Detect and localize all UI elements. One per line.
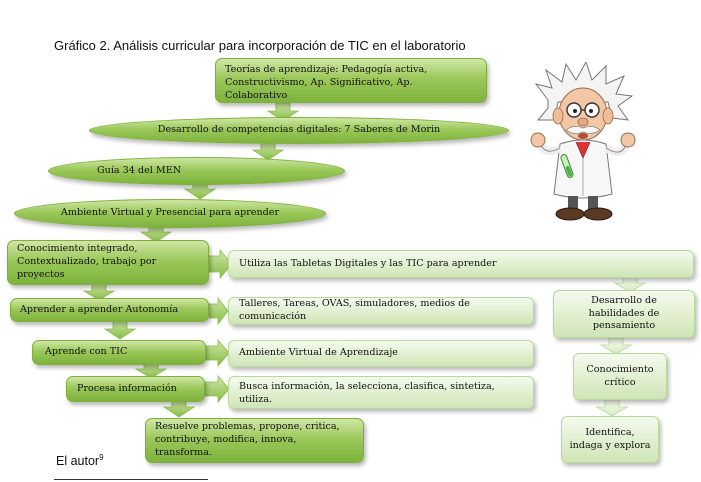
node-conocimiento-integrado-label: Conocimiento integrado, Contextualizado,… xyxy=(17,243,157,280)
node-identifica: Identifica, indaga y explora xyxy=(561,416,659,463)
node-ambiente: Ambiente Virtual y Presencial para apren… xyxy=(14,199,326,228)
node-tabletas-label: Utiliza las Tabletas Digitales y las TIC… xyxy=(239,257,497,269)
arrow-critico-identifica xyxy=(595,399,629,417)
node-autonomia: Aprender a aprender Autonomía xyxy=(10,298,209,322)
author-footnote-ref: 9 xyxy=(99,453,104,462)
arrow-right-busca xyxy=(204,374,230,404)
node-competencias: Desarrollo de competencias digitales: 7 … xyxy=(89,117,509,144)
arrow-right-tabletas xyxy=(208,248,233,280)
node-guia: Guía 34 del MEN xyxy=(48,157,345,185)
node-procesa: Procesa información xyxy=(66,376,205,402)
node-guia-label: Guía 34 del MEN xyxy=(97,164,182,176)
node-habilidades-label: Desarrollo de habilidades de pensamiento xyxy=(588,294,660,332)
node-procesa-label: Procesa información xyxy=(77,382,177,394)
arrow-competencias-guia xyxy=(251,142,285,161)
arrow-procesa-resuelve xyxy=(162,399,196,418)
node-aprende-tic: Aprende con TIC xyxy=(32,340,206,365)
author-note: El autor9 xyxy=(56,453,104,468)
footnote-separator xyxy=(54,479,208,480)
node-autonomia-label: Aprender a aprender Autonomía xyxy=(20,303,179,315)
node-aprende-tic-label: Aprende con TIC xyxy=(45,346,128,358)
node-habilidades: Desarrollo de habilidades de pensamiento xyxy=(553,290,695,338)
arrow-teorias-competencias xyxy=(266,102,300,122)
author-label: El autor xyxy=(56,454,100,469)
arrow-autonomia-aprende xyxy=(103,320,137,340)
node-teorias-label: Teorías de aprendizaje: Pedagogía activa… xyxy=(225,64,428,101)
node-resuelve: Resuelve problemas, propone, critica, co… xyxy=(145,418,364,463)
node-talleres: Talleres, Tareas, OVAS, simuladores, med… xyxy=(228,297,534,325)
node-busca: Busca información, la selecciona, clasif… xyxy=(228,376,534,409)
node-teorias: Teorías de aprendizaje: Pedagogía activa… xyxy=(215,58,487,103)
arrow-conocimiento-autonomia xyxy=(82,283,116,301)
node-ambiente-label: Ambiente Virtual y Presencial para apren… xyxy=(60,207,280,219)
arrow-right-ava xyxy=(205,338,230,368)
node-busca-label: Busca información, la selecciona, clasif… xyxy=(239,381,495,405)
node-competencias-label: Desarrollo de competencias digitales: 7 … xyxy=(157,124,441,136)
node-critico-label: Conocimiento crítico xyxy=(586,363,654,388)
node-critico: Conocimiento crítico xyxy=(573,353,667,400)
node-talleres-label: Talleres, Tareas, OVAS, simuladores, med… xyxy=(239,298,470,322)
node-ava-label: Ambiente Virtual de Aprendizaje xyxy=(239,347,398,359)
node-identifica-label: Identifica, indaga y explora xyxy=(569,426,651,451)
arrow-right-talleres xyxy=(208,296,229,326)
node-ava: Ambiente Virtual de Aprendizaje xyxy=(228,340,534,367)
arrow-tabletas-habilidades xyxy=(613,276,647,293)
node-tabletas: Utiliza las Tabletas Digitales y las TIC… xyxy=(228,250,694,278)
scientist-illustration xyxy=(530,62,636,221)
node-resuelve-label: Resuelve problemas, propone, critica, co… xyxy=(155,421,340,458)
figure-caption: Gráfico 2. Análisis curricular para inco… xyxy=(54,38,466,53)
node-conocimiento-integrado: Conocimiento integrado, Contextualizado,… xyxy=(7,240,209,285)
arrow-habilidades-critico xyxy=(599,337,633,355)
